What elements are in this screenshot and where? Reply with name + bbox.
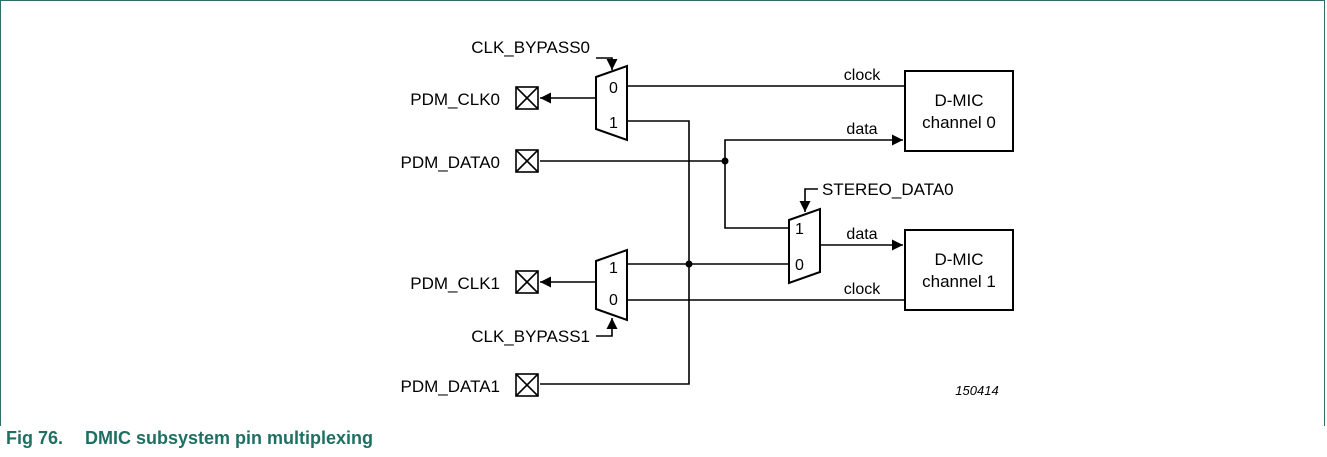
figure-caption: Fig 76. DMIC subsystem pin multiplexing xyxy=(6,428,373,449)
figure-frame xyxy=(0,0,1325,426)
control-arrow-clk-bypass1 xyxy=(596,318,618,337)
pad-pdm-clk1 xyxy=(515,270,539,294)
mux1-input-1: 1 xyxy=(609,260,618,277)
pin-label-pdm-data0: PDM_DATA0 xyxy=(400,153,500,172)
stereo-mux-input-0: 0 xyxy=(795,257,804,274)
mux-clk-bypass1 xyxy=(595,248,628,322)
mux0-input-1: 1 xyxy=(609,115,618,132)
signal-label-data0: data xyxy=(846,121,877,138)
dmic-ch1-subtitle: channel 1 xyxy=(922,272,996,291)
mux1-input-0: 0 xyxy=(609,292,618,309)
mux-stereo-data0 xyxy=(788,207,821,285)
dmic-ch0-title: D-MIC xyxy=(934,91,983,110)
control-arrow-stereo-data0 xyxy=(799,188,818,212)
control-arrow-clk-bypass0 xyxy=(596,57,618,70)
pin-label-pdm-clk1: PDM_CLK1 xyxy=(410,274,500,293)
wire-pdm-data1-bus xyxy=(540,120,690,385)
pad-pdm-data1 xyxy=(515,373,539,397)
pin-label-pdm-data1: PDM_DATA1 xyxy=(400,377,500,396)
pad-pdm-data0 xyxy=(515,149,539,173)
control-label-stereo-data0: STEREO_DATA0 xyxy=(822,180,954,199)
pin-mux-diagram: PDM_CLK0 PDM_DATA0 PDM_CLK1 PDM_DATA1 0 … xyxy=(400,38,1014,398)
mux0-input-0: 0 xyxy=(609,80,618,97)
dmic-channel0-block xyxy=(904,70,1014,152)
control-label-clk-bypass1: CLK_BYPASS1 xyxy=(471,327,590,346)
wire-data-to-ch0 xyxy=(724,134,903,161)
figure-title: DMIC subsystem pin multiplexing xyxy=(85,428,374,448)
signal-label-data1: data xyxy=(846,226,877,243)
signal-label-clock1: clock xyxy=(844,281,881,298)
dmic-ch1-title: D-MIC xyxy=(934,250,983,269)
dmic-channel1-block xyxy=(904,229,1014,311)
figure-number: Fig 76. xyxy=(6,428,64,448)
junction-data1 xyxy=(685,260,693,268)
figure-id: 150414 xyxy=(955,383,998,398)
stereo-mux-input-1: 1 xyxy=(795,221,804,238)
control-label-clk-bypass0: CLK_BYPASS0 xyxy=(471,38,590,57)
pad-pdm-clk0 xyxy=(515,86,539,110)
wire-data0-to-stereo-mux xyxy=(724,161,789,229)
signal-label-clock0: clock xyxy=(844,67,881,84)
dmic-ch0-subtitle: channel 0 xyxy=(922,113,996,132)
pin-label-pdm-clk0: PDM_CLK0 xyxy=(410,90,500,109)
